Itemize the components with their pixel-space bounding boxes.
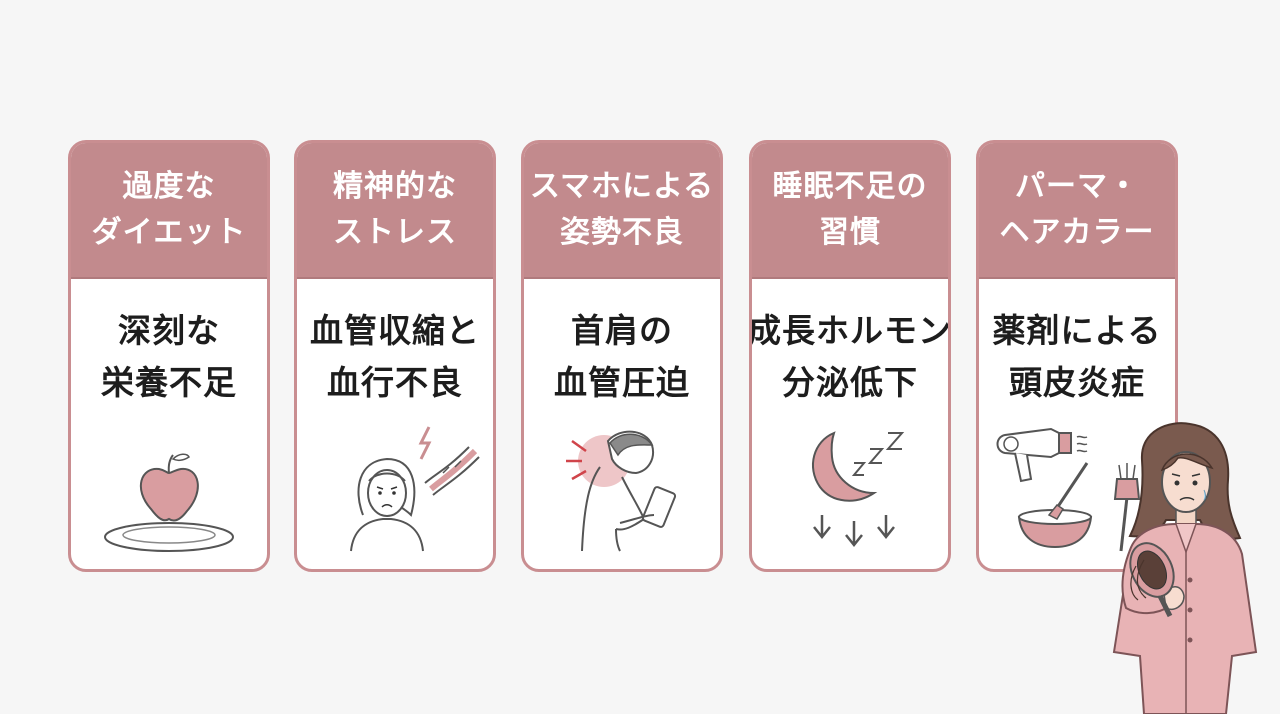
effect-line-2: 血行不良: [327, 363, 463, 402]
worried-woman-illustration: [1100, 420, 1270, 714]
effect-line-1: 血管収縮と: [310, 311, 480, 350]
effect-line-2: 分泌低下: [782, 363, 918, 402]
effect-text: 深刻な 栄養不足: [101, 305, 237, 409]
card-header: 睡眠不足の 習慣: [752, 143, 948, 279]
cause-line-1: パーマ・: [1015, 169, 1139, 204]
cause-line-2: 習慣: [819, 215, 881, 250]
effect-line-2: 栄養不足: [101, 363, 237, 402]
effect-line-1: 首肩の: [571, 311, 673, 350]
cause-card-stress: 精神的な ストレス 血管収縮と 血行不良: [294, 140, 496, 572]
card-header: 過度な ダイエット: [71, 143, 267, 279]
effect-line-2: 血管圧迫: [554, 363, 690, 402]
cause-line-2: ヘアカラー: [999, 215, 1155, 250]
moon-sleep-icon: [752, 419, 948, 569]
effect-text: 首肩の 血管圧迫: [554, 305, 690, 409]
cause-line-1: 睡眠不足の: [772, 169, 928, 204]
card-body: 深刻な 栄養不足: [71, 279, 267, 409]
card-header: スマホによる 姿勢不良: [524, 143, 720, 279]
apple-on-plate-icon: [71, 419, 267, 569]
card-body: 血管収縮と 血行不良: [297, 279, 493, 409]
effect-line-1: 深刻な: [118, 311, 220, 350]
stressed-woman-icon: [297, 419, 493, 569]
cause-line-2: ストレス: [333, 215, 457, 250]
cause-line-1: 過度な: [122, 169, 216, 204]
card-header: 精神的な ストレス: [297, 143, 493, 279]
card-body: 首肩の 血管圧迫: [524, 279, 720, 409]
effect-line-2: 頭皮炎症: [1008, 363, 1145, 402]
card-body: 成長ホルモン 分泌低下: [752, 279, 948, 409]
smartphone-posture-icon: [524, 419, 720, 569]
card-header: パーマ・ ヘアカラー: [979, 143, 1175, 279]
effect-text: 成長ホルモン 分泌低下: [749, 305, 951, 409]
effect-line-1: 成長ホルモン: [749, 311, 951, 350]
cause-line-1: 精神的な: [333, 169, 457, 204]
effect-line-1: 薬剤による: [992, 311, 1162, 350]
cause-card-posture: スマホによる 姿勢不良 首肩の 血管圧迫: [521, 140, 723, 572]
effect-text: 薬剤による 頭皮炎症: [992, 305, 1161, 409]
cause-card-sleep: 睡眠不足の 習慣 成長ホルモン 分泌低下: [749, 140, 951, 572]
cause-line-1: スマホによる: [529, 169, 715, 204]
cause-line-2: ダイエット: [91, 215, 247, 250]
cause-line-2: 姿勢不良: [560, 215, 684, 250]
card-body: 薬剤による 頭皮炎症: [979, 279, 1175, 409]
effect-text: 血管収縮と 血行不良: [310, 305, 480, 409]
hair-dye-tools-icon: [979, 419, 1175, 569]
cause-card-diet: 過度な ダイエット 深刻な 栄養不足: [68, 140, 270, 572]
